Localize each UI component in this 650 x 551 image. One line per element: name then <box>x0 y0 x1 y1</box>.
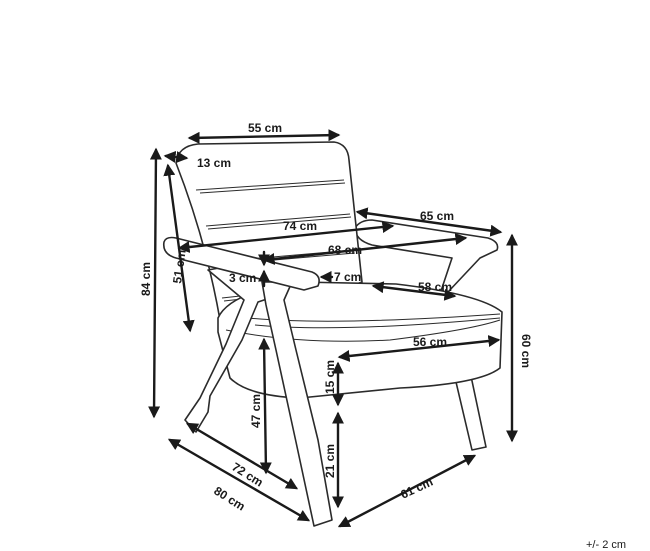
label-arm-height: 60 cm <box>519 334 533 368</box>
label-back-width: 55 cm <box>248 121 282 135</box>
label-seat-height: 47 cm <box>249 394 263 428</box>
front-leg <box>261 281 333 527</box>
label-overall-width: 74 cm <box>283 219 317 233</box>
label-arm-width: 7 cm <box>334 270 361 284</box>
label-base-width: 61 cm <box>398 475 435 502</box>
label-armrest-depth: 65 cm <box>420 209 454 223</box>
label-arm-thickness: 3 cm <box>229 271 256 285</box>
label-cushion-height: 15 cm <box>323 360 337 394</box>
label-leg-clearance: 21 cm <box>323 444 337 478</box>
label-seat-width: 56 cm <box>413 335 447 349</box>
label-backrest-height: 51 cm <box>170 249 189 285</box>
dimension-lines <box>148 129 518 528</box>
label-overall-height: 84 cm <box>139 262 153 296</box>
label-frame-side: 13 cm <box>197 156 231 170</box>
label-inner-width: 68 cm <box>328 243 362 257</box>
label-total-depth: 80 cm <box>211 484 247 514</box>
tolerance-note: +/- 2 cm <box>586 539 626 551</box>
label-seat-depth: 58 cm <box>418 280 452 294</box>
